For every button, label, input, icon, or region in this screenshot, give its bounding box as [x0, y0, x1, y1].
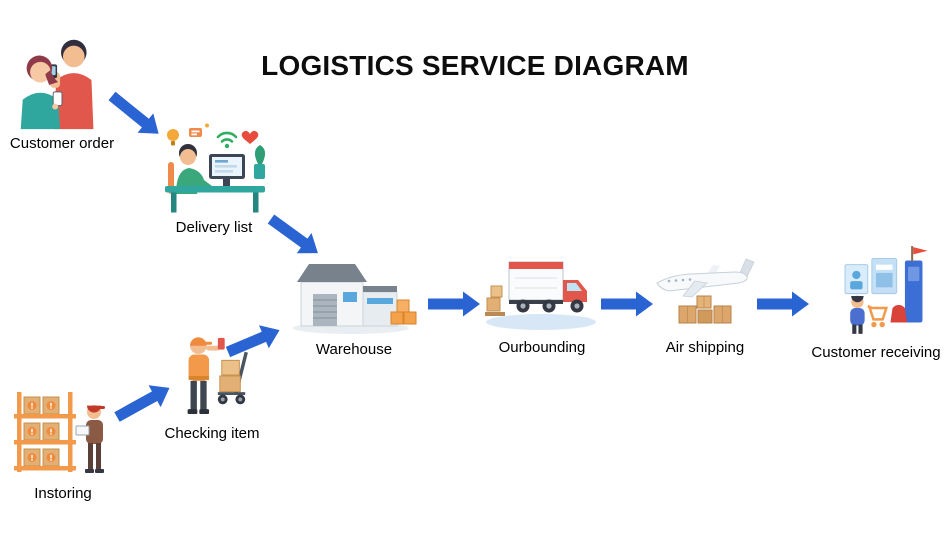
storefront-shopper-icon — [844, 246, 928, 334]
node-label-ourbounding: Ourbounding — [498, 339, 586, 356]
node-label-warehouse: Warehouse — [315, 341, 393, 358]
node-label-customer-receiving: Customer receiving — [811, 344, 941, 361]
warehouse-worker-trolley-icon — [187, 337, 248, 415]
node-instoring: Instoring — [12, 386, 114, 502]
node-label-checking-item: Checking item — [164, 425, 260, 442]
page-title: LOGISTICS SERVICE DIAGRAM — [261, 50, 689, 81]
node-checking-item: Checking item — [164, 330, 260, 442]
delivery-truck-icon — [485, 261, 596, 330]
storage-rack-icon — [14, 392, 105, 473]
warehouse-building-icon — [293, 264, 417, 334]
arrow-warehouse-to-ourbounding — [428, 291, 480, 317]
node-customer-receiving: Customer receiving — [811, 244, 941, 361]
arrow-ourbounding-to-air-shipping — [601, 291, 653, 317]
node-label-air-shipping: Air shipping — [665, 339, 745, 356]
arrow-air-shipping-to-customer-receiving — [757, 291, 809, 317]
node-label-instoring: Instoring — [34, 485, 92, 502]
customers-with-phones-icon — [20, 39, 94, 130]
clerk-at-desk-icon — [165, 123, 266, 213]
node-label-customer-order: Customer order — [9, 135, 115, 152]
node-warehouse: Warehouse — [291, 248, 417, 358]
node-customer-order: Customer order — [6, 34, 118, 152]
node-air-shipping: Air shipping — [650, 250, 760, 356]
node-label-delivery-list: Delivery list — [175, 219, 253, 236]
node-delivery-list: Delivery list — [155, 122, 273, 236]
arrow-instoring-to-checking-item — [114, 385, 170, 422]
node-ourbounding: Ourbounding — [482, 246, 602, 356]
airplane-cargo-icon — [656, 258, 755, 324]
